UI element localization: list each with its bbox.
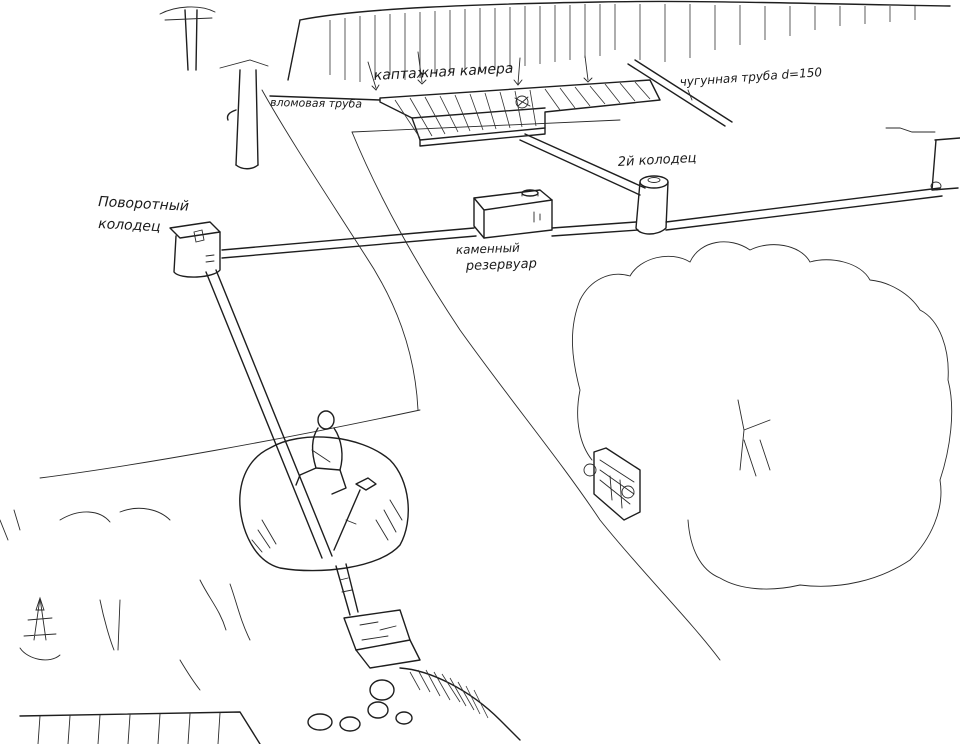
label-turn-well-line2: колодец <box>98 216 161 235</box>
label-reservoir-line2: резервуар <box>465 257 537 275</box>
reservoir-to-well-pipe <box>551 221 639 237</box>
small-tree <box>159 6 216 71</box>
seated-figure <box>295 410 347 495</box>
foreground-vegetation <box>0 507 251 691</box>
foreground-ground <box>19 711 261 744</box>
label-intake-pipe: вломовая труба <box>270 96 363 111</box>
intake-pipe <box>269 95 381 101</box>
label-arrows <box>367 51 593 91</box>
stream <box>399 667 521 741</box>
downhill-pipe <box>205 269 333 559</box>
label-capture-chamber: каптажная камера <box>373 61 513 84</box>
well-to-right-pipe <box>665 187 943 231</box>
turn-well <box>169 221 221 278</box>
boulder <box>239 436 409 572</box>
tree-stump <box>219 59 269 170</box>
reservoir-to-turn-pipe <box>221 227 477 259</box>
cast-iron-pipe <box>627 59 733 127</box>
label-reservoir-line1: каменный <box>456 241 521 257</box>
hillside <box>287 0 951 82</box>
right-structure <box>885 127 960 191</box>
rocks <box>307 679 413 732</box>
label-cast-iron-pipe: чугунная труба d=150 <box>679 65 823 89</box>
road-edges <box>39 89 721 661</box>
label-second-well: 2й колодец <box>617 151 697 170</box>
ornamental-bench <box>583 447 641 521</box>
capture-chamber <box>379 79 661 147</box>
spring-outlet <box>333 477 377 551</box>
second-well <box>635 175 669 235</box>
label-turn-well-line1: Поворотный <box>98 194 190 215</box>
chamber-to-well-pipe <box>519 133 646 196</box>
tree-canopy <box>572 241 953 590</box>
stone-steps <box>335 563 421 669</box>
stone-reservoir <box>473 189 553 239</box>
